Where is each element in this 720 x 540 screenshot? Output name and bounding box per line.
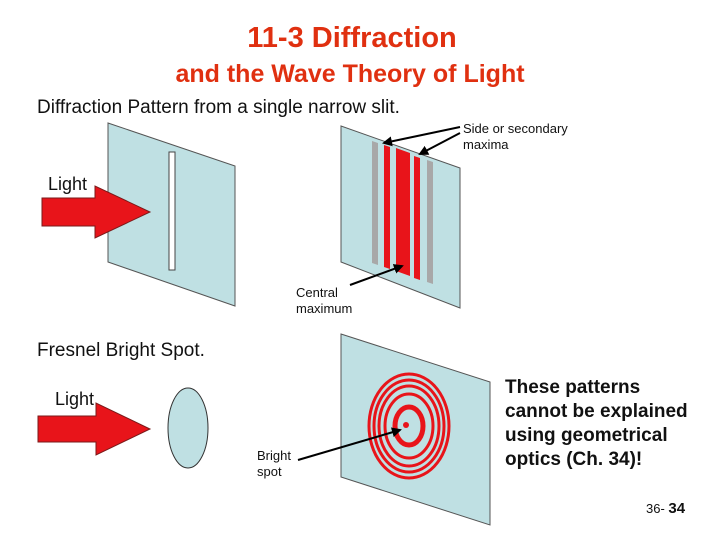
light-arrow-bottom xyxy=(37,402,152,456)
side-maximum xyxy=(414,156,420,280)
light-label-bottom: Light xyxy=(55,389,95,409)
bright-spot xyxy=(403,422,409,428)
fresnel-screen xyxy=(340,333,491,526)
light-arrow-top xyxy=(41,185,152,239)
section-heading-fresnel: Fresnel Bright Spot. xyxy=(37,340,205,361)
side-maxima-arrow-2 xyxy=(418,132,461,155)
side-band xyxy=(427,160,433,284)
circular-obstacle xyxy=(167,387,209,469)
bright-spot-label: Bright spot xyxy=(257,448,291,479)
page-number: 36- 34 xyxy=(646,500,686,517)
narrow-slit xyxy=(168,151,176,271)
pattern-screen xyxy=(340,125,461,309)
side-band xyxy=(372,141,378,265)
central-maximum-label: Central maximum xyxy=(296,285,353,316)
central-maximum-arrow xyxy=(349,264,404,286)
central-maximum-band xyxy=(396,148,410,276)
light-label-top: Light xyxy=(48,174,88,194)
explanation-note: These patterns cannot be explained using… xyxy=(505,377,688,470)
side-maximum xyxy=(384,145,390,269)
side-maxima-label: Side or secondary maxima xyxy=(463,121,568,152)
side-maxima-arrow-1 xyxy=(382,126,461,147)
section-heading-single-slit: Diffraction Pattern from a single narrow… xyxy=(37,97,400,118)
slide-title: 11-3 Diffraction xyxy=(247,22,457,54)
slide-subtitle: and the Wave Theory of Light xyxy=(175,60,525,88)
bright-spot-arrow xyxy=(297,427,402,461)
